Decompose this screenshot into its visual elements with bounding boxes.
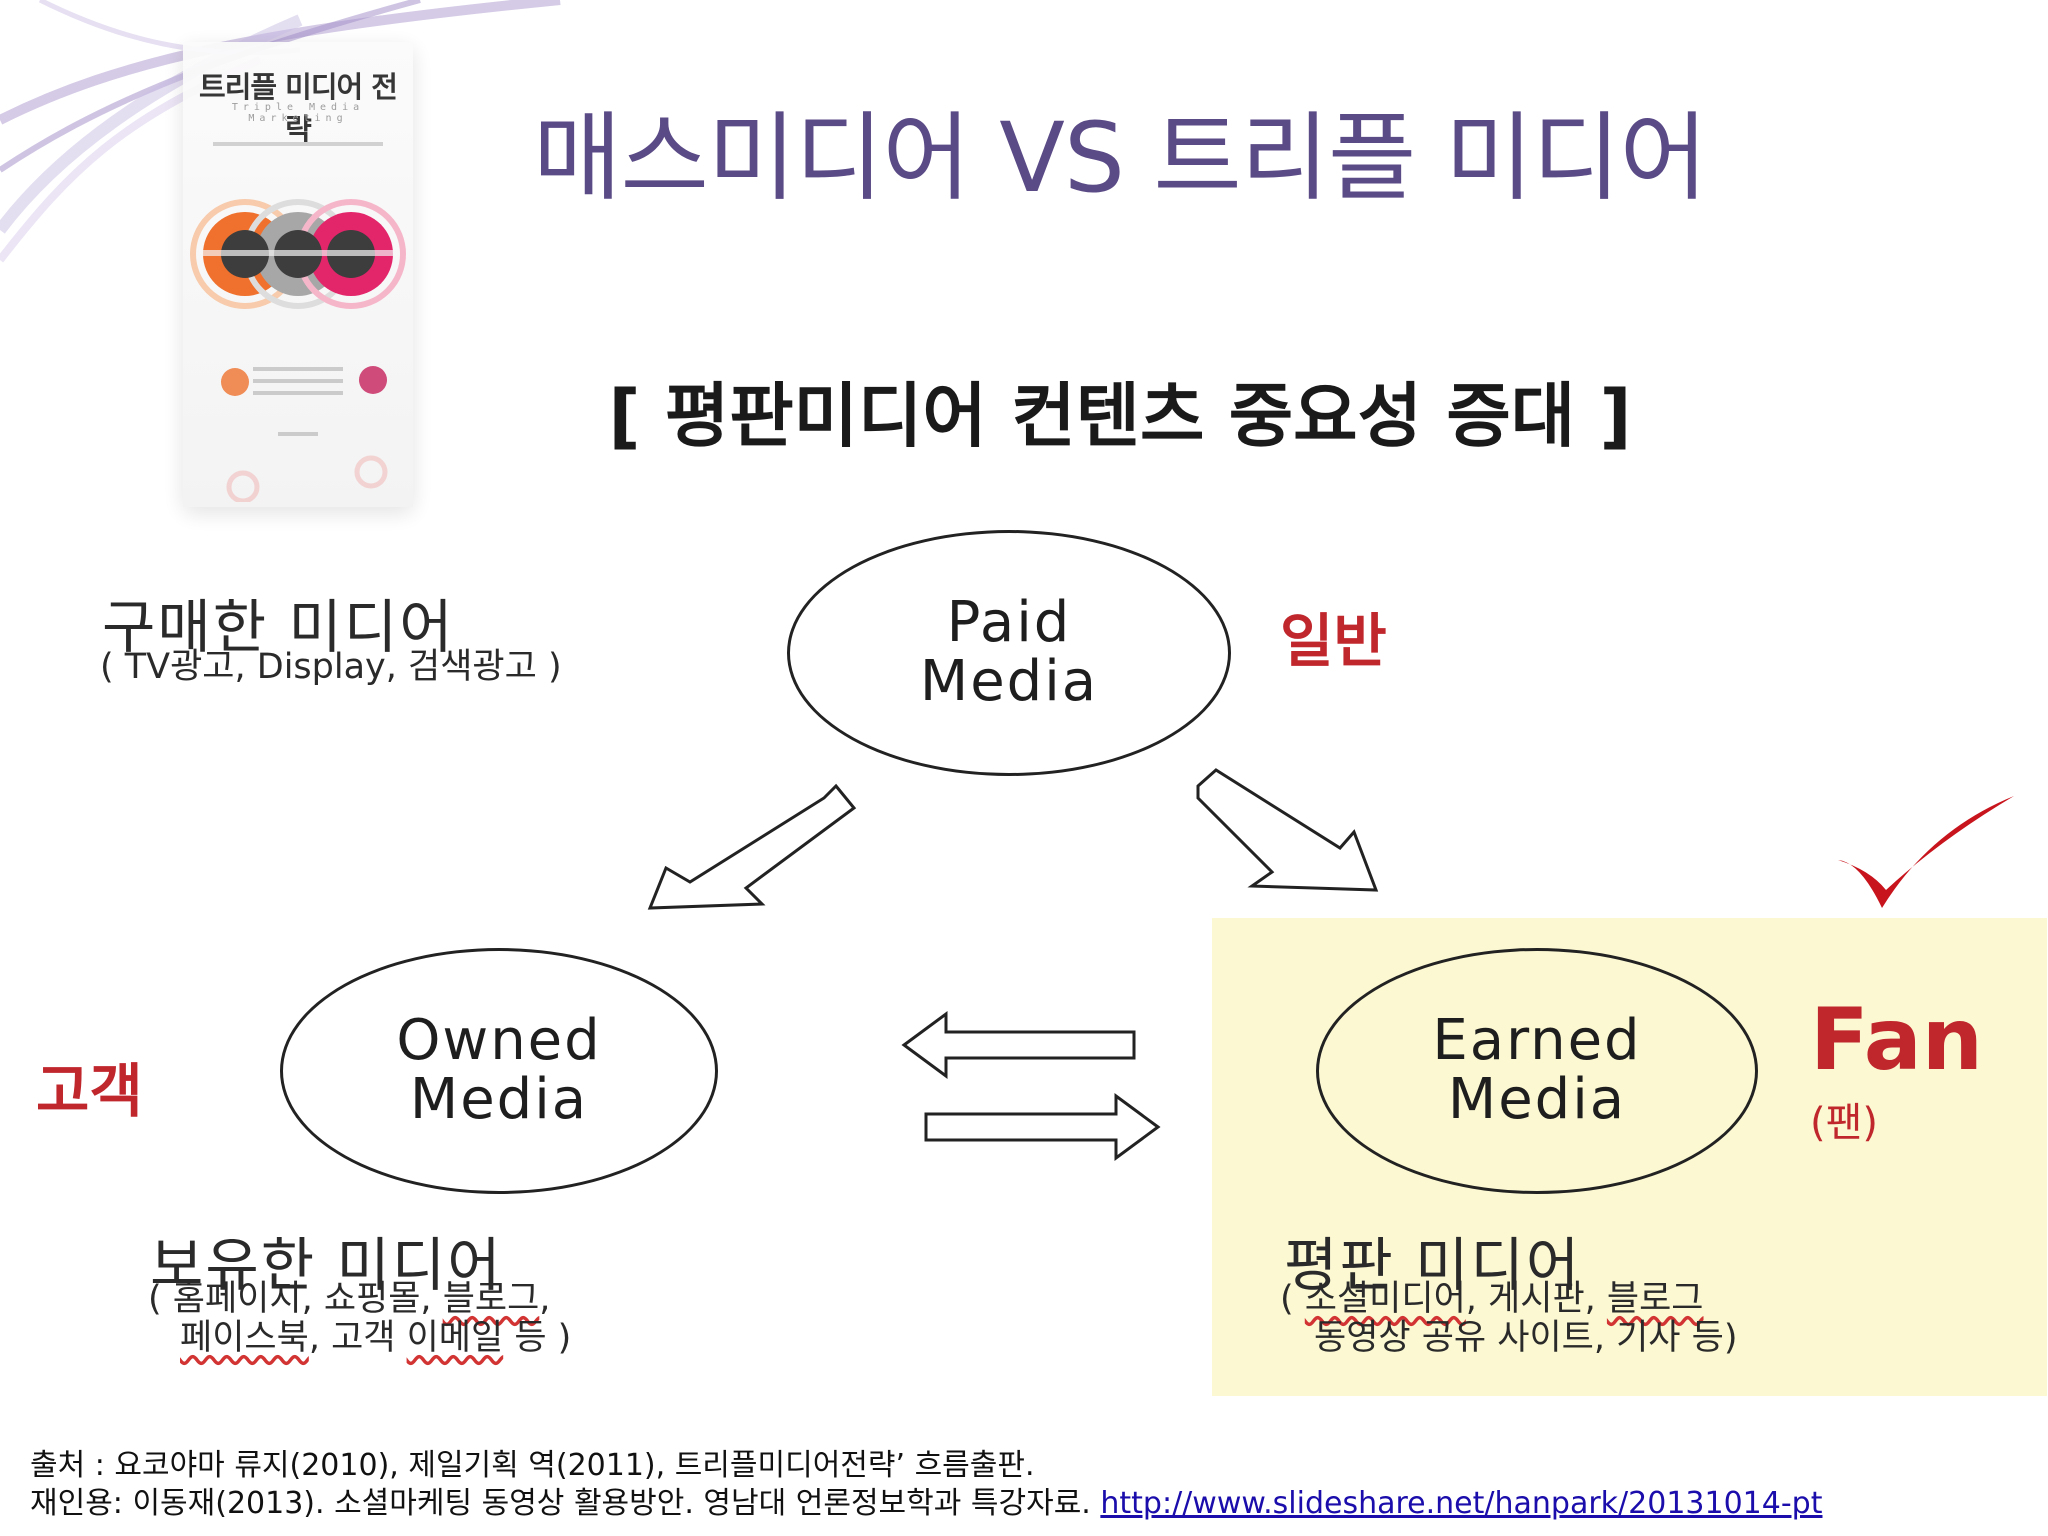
paid-media-circle-label: Paid Media: [919, 590, 1099, 714]
earned-media-circle: Earned Media: [1316, 948, 1758, 1194]
book-circles-graphic: [190, 199, 406, 502]
owned-media-circle-label: Owned Media: [396, 1008, 602, 1132]
footer-link[interactable]: http://www.slideshare.net/hanpark/201310…: [1100, 1486, 1823, 1521]
footer-citation-text: 재인용: 이동재(2013). 소셜마케팅 동영상 활용방안. 영남대 언론정보…: [30, 1486, 1091, 1521]
owned-media-tag: 고객: [36, 1057, 143, 1125]
earned-desc-blog: 블로그: [1606, 1279, 1704, 1319]
paid-media-circle: Paid Media: [787, 530, 1231, 776]
earned-media-tag-sub: (팬): [1810, 1100, 1879, 1146]
paid-media-desc: ( TV광고, Display, 검색광고 ): [100, 647, 562, 687]
owned-desc-email: 이메일: [406, 1318, 504, 1359]
arrow-down-right-icon: [1196, 768, 1379, 892]
owned-desc-comma: ,: [539, 1279, 551, 1319]
slide-title: 매스미디어 VS 트리플 미디어: [533, 102, 1708, 214]
earned-media-tag: Fan: [1810, 990, 1983, 1090]
paid-media-tag: 일반: [1280, 607, 1387, 675]
earned-desc-social: 소셜미디어: [1304, 1279, 1466, 1319]
footer-source: 출처 : 요코야마 류지(2010), 제일기획 역(2011), 트리플미디어…: [30, 1448, 1035, 1483]
slide-subtitle: [ 평판미디어 컨텐츠 중요성 증대 ]: [608, 375, 1632, 457]
earned-desc-open: (: [1280, 1279, 1305, 1319]
earned-desc-line2: 동영상 공유 사이트, 기사 등): [1314, 1318, 1738, 1359]
footer-citation: 재인용: 이동재(2013). 소셜마케팅 동영상 활용방안. 영남대 언론정보…: [30, 1478, 1822, 1522]
earned-media-desc: ( 소셜미디어, 게시판, 블로그 동영상 공유 사이트, 기사 등): [1280, 1279, 1738, 1359]
owned-media-label: 보유한 미디어: [150, 1231, 503, 1299]
book-cover: 트리플 미디어 전략 Triple Media Marketing: [183, 42, 413, 507]
owned-desc-blog: 블로그: [442, 1279, 540, 1319]
arrow-left-icon: [901, 1011, 1136, 1079]
book-authors-line: [213, 142, 383, 146]
book-title: 트리플 미디어 전략: [199, 70, 398, 146]
arrow-down-left-icon: [647, 783, 857, 910]
book-subtitle: Triple Media Marketing: [231, 102, 365, 124]
arrow-right-icon: [924, 1093, 1161, 1161]
earned-desc-board: , 게시판,: [1465, 1279, 1607, 1319]
check-mark-icon: [1838, 796, 2014, 908]
owned-media-circle: Owned Media: [280, 948, 718, 1194]
owned-desc-facebook: 페이스북: [180, 1318, 309, 1359]
paid-media-label: 구매한 미디어: [102, 593, 455, 661]
owned-desc-etc: 등 ): [503, 1318, 572, 1359]
owned-desc-customer: , 고객: [308, 1318, 407, 1359]
owned-media-desc: ( 홈페이지, 쇼핑몰, 블로그, 페이스북, 고객 이메일 등 ): [148, 1279, 572, 1359]
earned-media-circle-label: Earned Media: [1432, 1008, 1642, 1132]
earned-media-label: 평판 미디어: [1284, 1231, 1582, 1299]
owned-desc-text: ( 홈페이지, 쇼핑몰,: [148, 1279, 443, 1319]
